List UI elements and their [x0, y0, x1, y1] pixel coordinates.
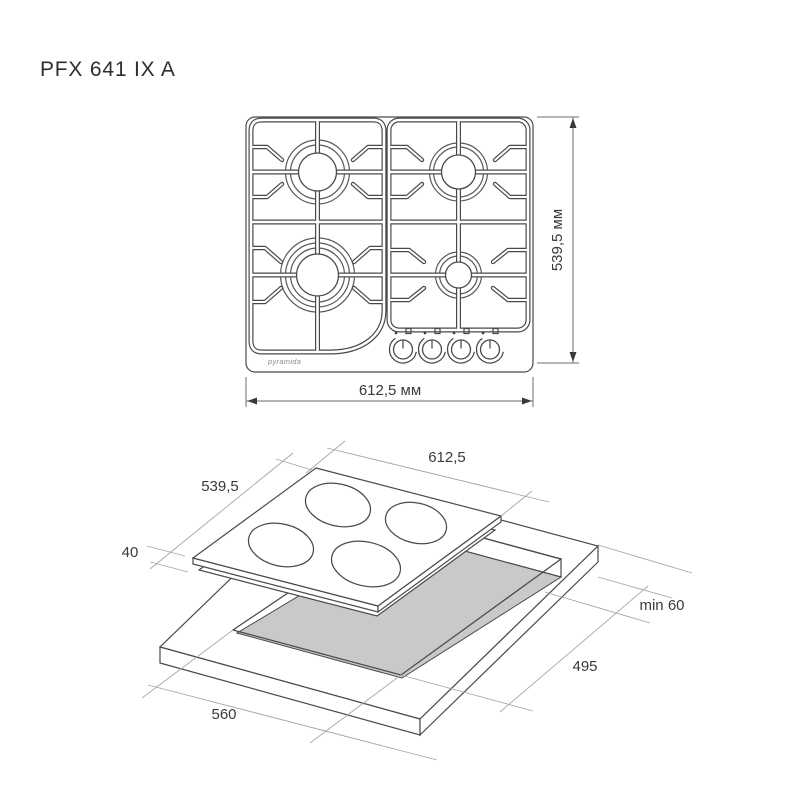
ignition-dot-icon: [423, 331, 427, 335]
burner-rear-left: [297, 152, 338, 192]
control-knob-1: [388, 327, 417, 364]
ignition-dot-icon: [452, 331, 456, 335]
iso-cutout-width-label: 560: [211, 706, 236, 723]
installation-view: [158, 467, 600, 737]
burner-outline-front-center: [330, 540, 402, 588]
burner-position-icon: [405, 327, 412, 335]
arrowhead-right-icon: [522, 397, 532, 405]
top-view-dimensions: 612,5 мм 539,5 мм: [245, 116, 579, 407]
hob-top-view: pyramida: [245, 116, 534, 373]
arrowhead-left-icon: [247, 397, 257, 405]
burner-outline-front-left: [247, 522, 315, 568]
ignition-dot-icon: [481, 331, 485, 335]
control-knob-4: [475, 327, 504, 364]
iso-hob-depth-label: 539,5: [201, 478, 239, 495]
control-knob-2: [417, 327, 446, 364]
iso-rear-clearance-label: min 60: [639, 597, 684, 614]
page-title: PFX 641 IX A: [40, 58, 176, 81]
control-knob-3: [446, 327, 475, 364]
arrowhead-up-icon: [569, 118, 577, 128]
burner-rear-right: [440, 154, 477, 190]
ignition-dot-icon: [394, 331, 398, 335]
burner-position-icon: [492, 327, 499, 335]
control-knobs: [388, 327, 504, 364]
iso-hob-height-label: 40: [122, 544, 139, 561]
burner-position-icon: [434, 327, 441, 335]
hob-top-surface: [191, 467, 503, 607]
iso-hob-width-label: 612,5: [428, 449, 466, 466]
arrowhead-down-icon: [569, 352, 577, 362]
brand-logo: pyramida: [267, 357, 301, 366]
burner-front-left: [295, 253, 340, 297]
pan-support-left: [248, 117, 387, 355]
iso-cutout-depth-label: 495: [572, 658, 597, 675]
hob-depth-label: 539,5 мм: [549, 209, 566, 271]
countertop-front-right-face: [419, 544, 599, 737]
burner-position-icon: [463, 327, 470, 335]
burner-front-right: [444, 261, 473, 289]
burner-outline-rear-left: [304, 482, 372, 528]
burner-outline-rear-right: [384, 501, 448, 545]
hob-width-label: 612,5 мм: [359, 382, 421, 399]
installation-dimensions: 612,5 539,5 40 560 495 min 60: [122, 440, 693, 761]
